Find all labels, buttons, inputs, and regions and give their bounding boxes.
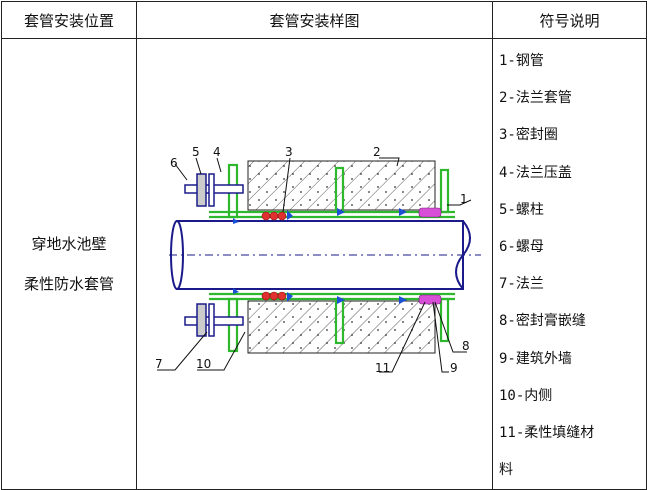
- legend-item: 8-密封膏嵌缝: [499, 313, 586, 330]
- legend-item: 3-密封圈: [499, 127, 558, 144]
- legend-item: 2-法兰套管: [499, 90, 572, 107]
- bolt-upper: [184, 172, 244, 207]
- legend-item: 7-法兰: [499, 276, 544, 293]
- location-line-1: 穿地水池壁: [31, 235, 107, 254]
- install-location-cell: 穿地水池壁 柔性防水套管: [1, 37, 137, 490]
- callout-leaders: [157, 157, 472, 373]
- header-row: 套管安装位置 套管安装样图 符号说明: [1, 1, 647, 39]
- callout-10: 10: [196, 357, 211, 371]
- callout-1: 1: [460, 192, 468, 206]
- legend-item: 10-内侧: [499, 387, 553, 404]
- lower-wall: [247, 300, 436, 354]
- sealant-joint: [418, 207, 442, 305]
- legend-item: 5-螺柱: [499, 201, 544, 218]
- callout-3: 3: [285, 145, 293, 159]
- symbol-legend-cell: 1-钢管 2-法兰套管 3-密封圈 4-法兰压盖 5-螺柱 6-螺母 7-法兰 …: [492, 37, 647, 490]
- legend-item: 6-螺母: [499, 239, 544, 256]
- callout-9: 9: [450, 361, 458, 375]
- location-line-2: 柔性防水套管: [23, 275, 114, 294]
- header-install-diagram: 套管安装样图: [136, 1, 493, 39]
- callout-11: 11: [375, 361, 390, 375]
- callout-8: 8: [462, 339, 470, 353]
- legend-item: 1-钢管: [499, 53, 544, 69]
- callout-5: 5: [192, 145, 200, 159]
- header-install-location: 套管安装位置: [1, 1, 137, 39]
- callout-6: 6: [170, 156, 178, 170]
- callout-7: 7: [155, 357, 163, 371]
- legend-item: 4-法兰压盖: [499, 164, 572, 181]
- legend-list: 1-钢管 2-法兰套管 3-密封圈 4-法兰压盖 5-螺柱 6-螺母 7-法兰 …: [493, 39, 646, 489]
- flange-blue-details: [233, 207, 407, 304]
- steel-pipe: [169, 219, 481, 290]
- bolt-lower: [184, 302, 244, 337]
- seal-rings: [261, 211, 287, 301]
- callout-4: 4: [213, 145, 221, 159]
- upper-wall: [247, 160, 436, 211]
- legend-item: 9-建筑外墙: [499, 350, 572, 367]
- legend-item: 料: [499, 462, 513, 479]
- sleeve-install-diagram: 1 2 3 4 5 6 7 8 9 10 11: [155, 145, 481, 375]
- callout-2: 2: [373, 145, 381, 159]
- diagram-cell: 1 2 3 4 5 6 7 8 9 10 11: [136, 37, 493, 490]
- content-row: 穿地水池壁 柔性防水套管: [1, 37, 647, 490]
- header-symbol-legend: 符号说明: [492, 1, 647, 39]
- legend-item: 11-柔性填缝材: [499, 425, 595, 442]
